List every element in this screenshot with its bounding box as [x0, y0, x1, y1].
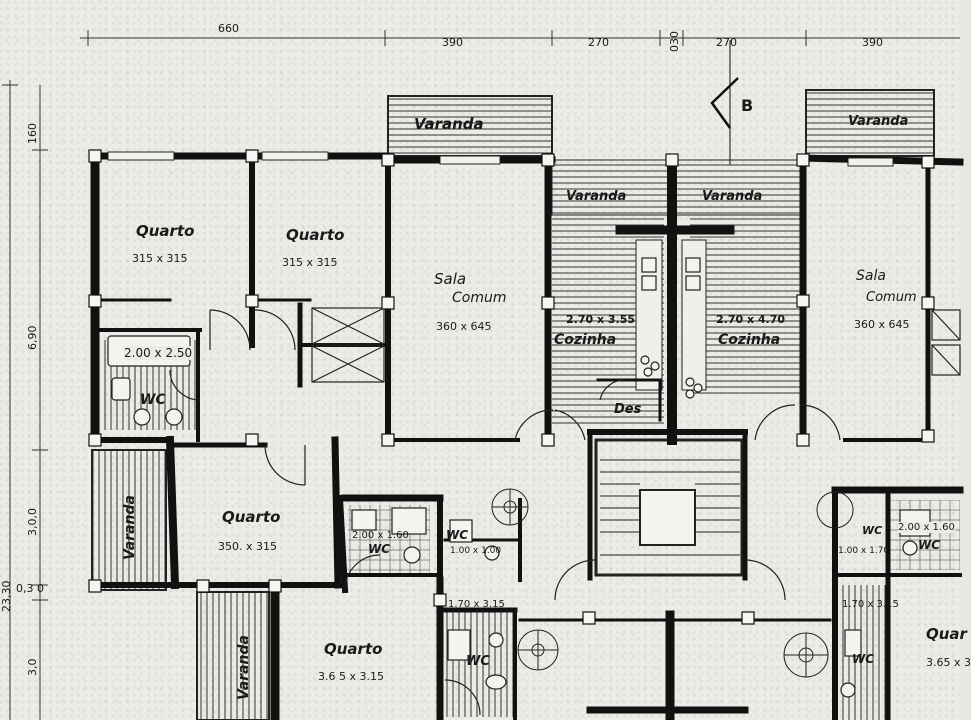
- dim-top-390-b: 390: [862, 36, 883, 49]
- room-quarto-2-name: Quarto: [286, 226, 345, 244]
- room-quarto-2-size: 315 x 315: [282, 256, 338, 269]
- room-sala-1-name: Sala: [434, 270, 467, 288]
- room-wc-3-size: 1.00 x 1.00: [450, 546, 502, 556]
- room-wc-7-size: 1.00 x 1.70: [838, 546, 890, 556]
- windows: [107, 151, 894, 167]
- room-wc-2-name: WC: [368, 542, 391, 556]
- left-dimension-line: [2, 80, 48, 720]
- veranda-label-3: Varanda: [566, 189, 627, 204]
- veranda-top-1: [387, 95, 553, 157]
- section-marker-label: B: [741, 96, 754, 115]
- dim-top-030: 030: [668, 31, 681, 52]
- room-wc-5-name: WC: [918, 538, 941, 552]
- dim-left-300-a: 3,0,0: [26, 508, 39, 536]
- closets: [311, 307, 961, 383]
- door-swings: [169, 309, 841, 716]
- dim-top-390-a: 390: [442, 36, 463, 49]
- room-des-name: Des: [614, 402, 642, 417]
- dim-left-690: 6,90: [26, 325, 39, 351]
- veranda-label-5: Varanda: [122, 495, 138, 560]
- dim-top-660: 660: [218, 22, 239, 35]
- room-wc-5-size: 2.00 x 1.60: [898, 522, 955, 533]
- room-wc-6-name: WC: [852, 652, 875, 666]
- veranda-left-1: [91, 449, 167, 591]
- room-wc-4-size: 1.70 x 3.15: [448, 599, 505, 610]
- columns: [88, 149, 935, 625]
- room-wc-2-size: 2.00 x 1.60: [352, 530, 409, 541]
- veranda-label-1: Varanda: [414, 115, 484, 133]
- spiral-stairs: [491, 488, 854, 678]
- room-wc-7-name: WC: [862, 524, 883, 537]
- room-wc-4-name: WC: [466, 654, 490, 669]
- veranda-top-2: [805, 89, 935, 157]
- dim-left-300-b: 3,0: [26, 658, 39, 677]
- veranda-label-2: Varanda: [848, 114, 909, 129]
- dim-left-2330: 23,30: [0, 580, 13, 613]
- room-sala-2-name: Sala: [856, 268, 886, 284]
- room-sala-2-size: 360 x 645: [854, 318, 910, 331]
- dim-left-030: 0,3 0: [16, 582, 44, 595]
- dim-top-270-a: 270: [588, 36, 609, 49]
- room-wc-6-size: 1.70 x 3.15: [842, 599, 899, 610]
- room-quarto-4-name: Quarto: [324, 640, 383, 658]
- room-cozinha-1-name: Cozinha: [554, 332, 617, 348]
- room-sala-1-name2: Comum: [452, 290, 507, 306]
- veranda-left-2: [196, 591, 270, 720]
- staircase: [594, 438, 744, 577]
- room-sala-1-size: 360 x 645: [436, 320, 492, 333]
- room-wc-1-size: 2.00 x 2.50: [124, 346, 193, 360]
- room-cozinha-1-size: 2.70 x 3.55: [566, 313, 636, 326]
- room-quarto-1-size: 315 x 315: [132, 252, 188, 265]
- veranda-label-6: Varanda: [236, 635, 252, 700]
- room-quarto-4-size: 3.6 5 x 3.15: [318, 670, 384, 683]
- room-cozinha-2-name: Cozinha: [718, 332, 781, 348]
- room-quarto-1-name: Quarto: [136, 222, 195, 240]
- veranda-label-4: Varanda: [702, 189, 763, 204]
- dim-top-270-b: 270: [716, 36, 737, 49]
- room-sala-2-name2: Comum: [866, 290, 917, 305]
- room-quarto-3-name: Quarto: [222, 508, 281, 526]
- top-dimension-line: [80, 30, 960, 46]
- room-quarto-5-name: Quar: [926, 625, 967, 643]
- room-quarto-5-size: 3.65 x 3: [926, 656, 971, 669]
- dim-left-160: 160: [26, 123, 39, 144]
- room-wc-3-name: WC: [446, 528, 469, 542]
- room-quarto-3-size: 350. x 315: [218, 540, 277, 553]
- kitchen-floor-2: [690, 215, 800, 395]
- room-wc-1-name: WC: [140, 392, 166, 408]
- room-cozinha-2-size: 2.70 x 4.70: [716, 313, 786, 326]
- section-marker-arrow: [710, 40, 739, 165]
